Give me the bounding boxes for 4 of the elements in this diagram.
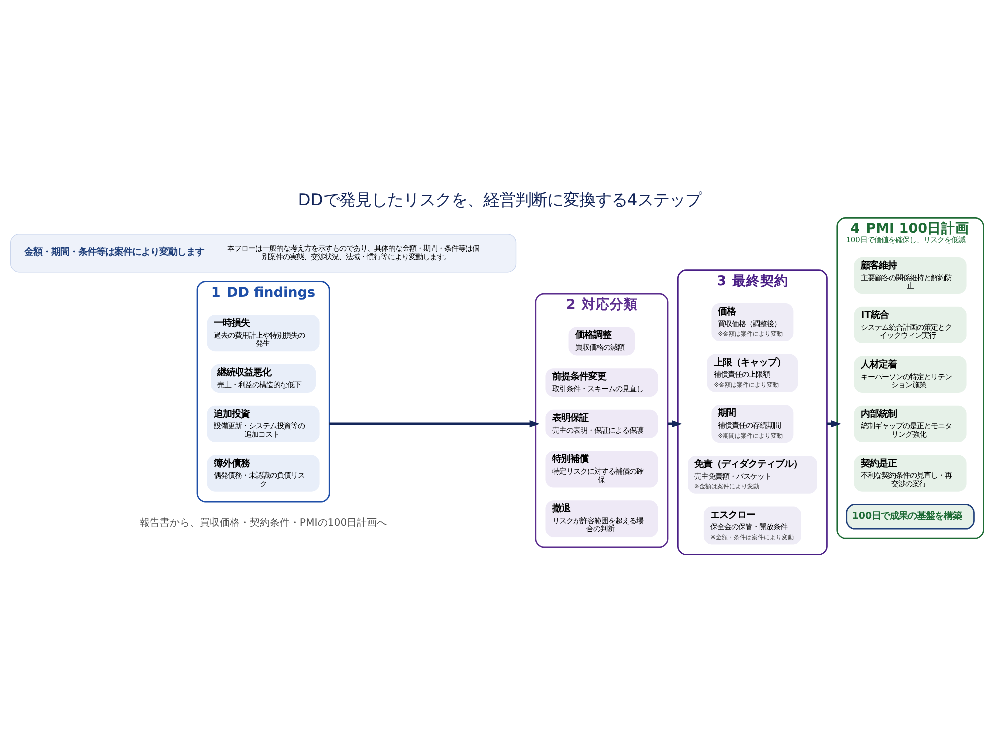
arrow <box>330 420 540 428</box>
label: 報告書から、買収価格・契約条件・PMIの100日計画へ <box>140 518 388 530</box>
node-box: 100日で成果の基盤を構築 <box>846 504 975 530</box>
diagram-title: DDで発見したリスクを、経営判断に変換する4ステップ <box>298 190 702 210</box>
